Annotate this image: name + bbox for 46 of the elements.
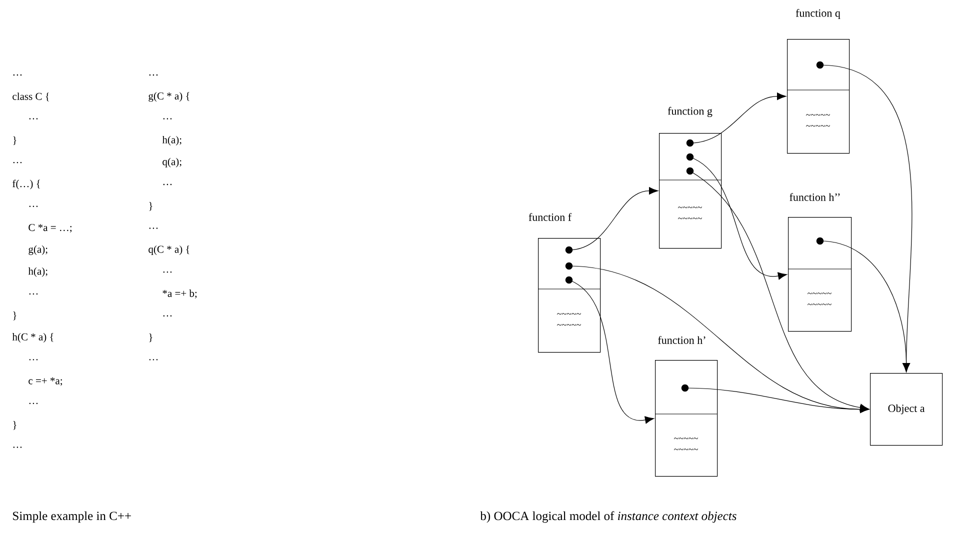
code-line: h(C * a) { bbox=[12, 333, 54, 343]
arrow bbox=[690, 170, 870, 412]
function-heading: function h’ bbox=[658, 336, 706, 344]
function-box: ~~~~~ ~~~~~ bbox=[658, 133, 722, 249]
code-line: … bbox=[163, 315, 172, 316]
code-line: } bbox=[149, 333, 152, 342]
code-line: } bbox=[13, 421, 16, 430]
code-line: … bbox=[13, 162, 22, 164]
code-line: f(…) { bbox=[12, 180, 40, 190]
object-box: Object a bbox=[870, 373, 943, 446]
function-box: ~~~~~ ~~~~~ bbox=[538, 238, 601, 353]
code-line: … bbox=[149, 359, 158, 360]
code-line: … bbox=[149, 228, 158, 229]
code-line: q(C * a) { bbox=[148, 245, 190, 255]
function-heading: function f bbox=[528, 213, 572, 221]
function-heading: function q bbox=[796, 8, 840, 20]
code-line: … bbox=[163, 184, 172, 186]
function-heading: function g bbox=[668, 106, 712, 118]
caption: Simple example in C++ bbox=[13, 511, 131, 523]
code-line: } bbox=[149, 202, 152, 211]
function-heading: function h’’ bbox=[790, 193, 840, 201]
code-line: … bbox=[29, 402, 38, 404]
code-line: … bbox=[13, 446, 22, 448]
code-line: q(a); bbox=[162, 158, 182, 168]
function-box: ~~~~~ ~~~~~ bbox=[786, 39, 850, 154]
code-line: … bbox=[29, 118, 38, 120]
code-line: … bbox=[13, 74, 22, 76]
code-line: g(C * a) { bbox=[148, 92, 190, 102]
code-line: … bbox=[163, 118, 172, 120]
code-line: … bbox=[149, 74, 158, 76]
code-line: *a =+ b; bbox=[162, 290, 197, 298]
function-box: ~~~~~ ~~~~~ bbox=[788, 217, 852, 332]
code-line: } bbox=[13, 136, 16, 146]
code-line: c =+ *a; bbox=[28, 377, 62, 386]
code-line: g(a); bbox=[28, 245, 48, 255]
code-line: … bbox=[163, 271, 172, 273]
function-box: ~~~~~ ~~~~~ bbox=[654, 360, 718, 477]
caption: b) OOCA logical model of instance context objects bbox=[480, 511, 736, 523]
code-line: C *a = …; bbox=[28, 224, 72, 233]
code-line: … bbox=[29, 359, 38, 360]
code-line: h(a); bbox=[162, 136, 182, 146]
code-line: … bbox=[29, 206, 38, 207]
code-line: … bbox=[29, 293, 38, 295]
code-line: h(a); bbox=[28, 267, 48, 277]
code-line: class C { bbox=[12, 92, 49, 102]
code-line: } bbox=[13, 312, 16, 320]
